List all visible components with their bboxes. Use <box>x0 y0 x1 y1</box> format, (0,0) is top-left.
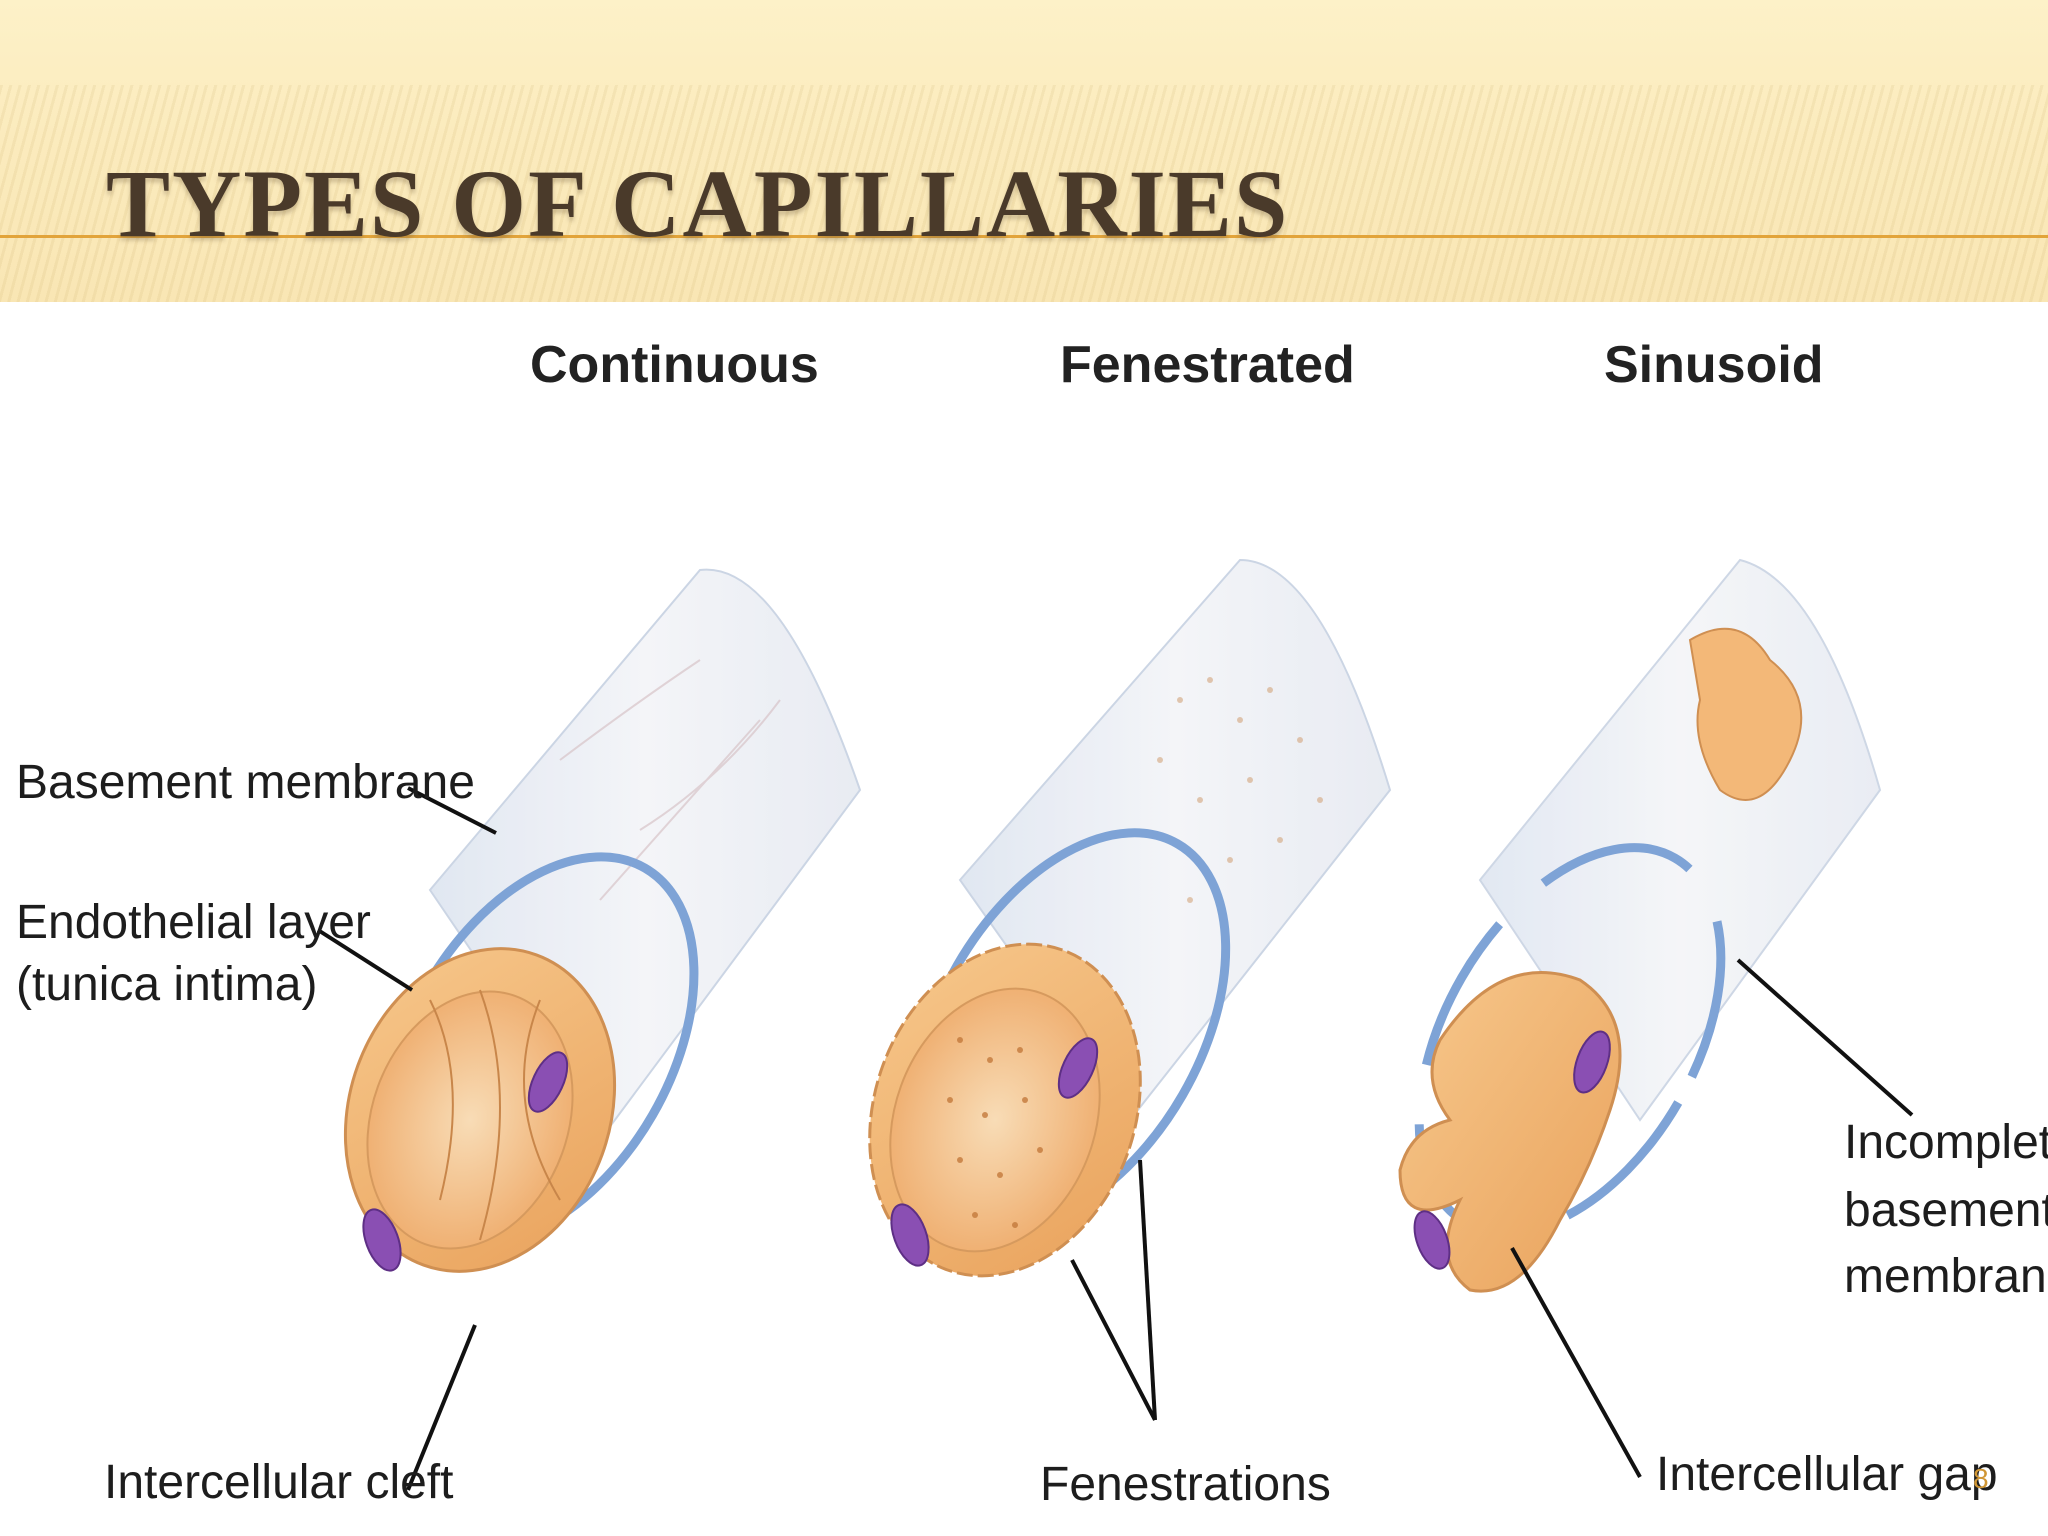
fenestrated-sheath-pores <box>1157 677 1323 903</box>
leader-endothelial-layer <box>316 928 414 992</box>
continuous-cell-borders <box>429 989 561 1241</box>
slide-header-hatch <box>0 85 2048 302</box>
label-intercellular-gap: Intercellular gap <box>1656 1448 1998 1501</box>
label-basement: basement <box>1844 1184 2048 1237</box>
continuous-nucleus-1 <box>527 1051 569 1113</box>
sinusoid-nucleus-2 <box>1413 1210 1451 1270</box>
capillary-diagram: Continuous Fenestrated Sinusoid Basement… <box>0 302 2048 1536</box>
fenestrated-nucleus-2 <box>890 1203 930 1267</box>
slide-header-band <box>0 0 2048 302</box>
label-basement-membrane: Basement membrane <box>16 756 475 809</box>
column-title-sinusoid: Sinusoid <box>1604 336 1824 394</box>
slide-title: TYPES OF CAPILLARIES <box>106 150 1290 257</box>
capillary-illustration <box>316 558 1914 1491</box>
fenestrated-lumen <box>889 987 1101 1253</box>
slide-header-rule <box>0 235 2048 238</box>
leader-incomplete-basement <box>1736 958 1914 1117</box>
slide-number: 8 <box>1973 1463 1989 1494</box>
leader-basement-membrane <box>407 786 497 835</box>
label-intercellular-cleft: Intercellular cleft <box>104 1456 454 1509</box>
continuous-nucleus-2 <box>362 1208 402 1272</box>
column-title-fenestrated: Fenestrated <box>1060 336 1355 394</box>
sinusoid-capillary <box>1398 558 1882 1293</box>
label-fenestrations: Fenestrations <box>1040 1458 1331 1511</box>
label-incomplete: Incomplete <box>1844 1116 2048 1169</box>
fenestrated-lumen-pores <box>947 1037 1043 1228</box>
continuous-capillary <box>343 568 862 1273</box>
column-title-continuous: Continuous <box>530 336 819 394</box>
leader-intercellular-cleft <box>406 1324 477 1491</box>
sinusoid-nucleus-1 <box>1573 1030 1611 1094</box>
sinusoid-upper-cells <box>1688 627 1803 801</box>
fenestrated-capillary <box>868 558 1392 1278</box>
label-membrane: membrane <box>1844 1250 2048 1303</box>
label-endothelial-layer: Endothelial layer <box>16 896 371 949</box>
continuous-lumen <box>366 990 574 1250</box>
label-tunica-intima: (tunica intima) <box>16 958 318 1011</box>
leader-fenestrations-a <box>1070 1259 1157 1421</box>
leader-lines <box>316 786 1914 1491</box>
leader-intercellular-gap <box>1510 1247 1642 1478</box>
sinusoid-endothelium <box>1398 971 1622 1293</box>
fenestrated-nucleus-1 <box>1057 1037 1099 1099</box>
continuous-sheath-cells <box>559 659 781 901</box>
leader-fenestrations-b <box>1138 1159 1157 1421</box>
